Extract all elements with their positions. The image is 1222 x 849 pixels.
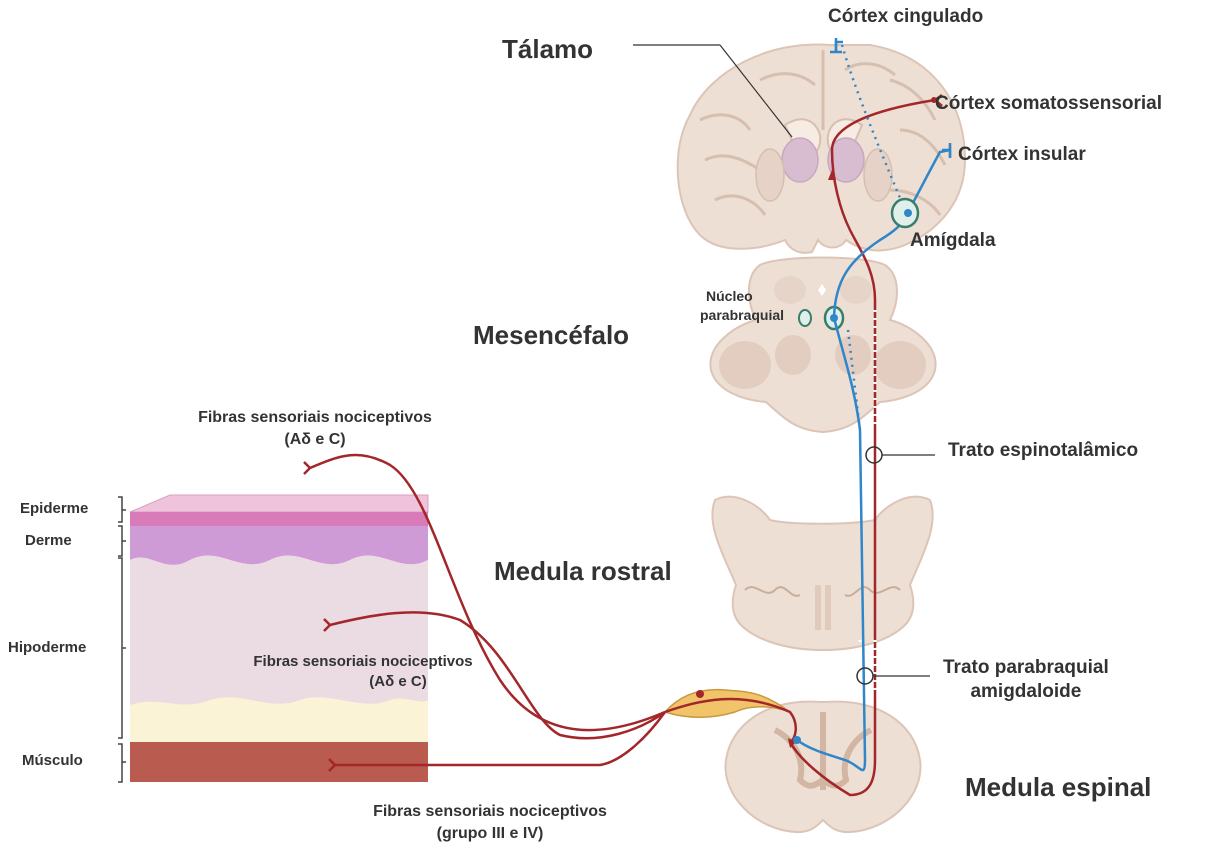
label-hipoderme: Hipoderme: [8, 639, 86, 656]
label-derme: Derme: [25, 532, 72, 549]
layer-brackets: [118, 497, 126, 782]
brain-coronal-section: [678, 44, 965, 252]
parabraquial-line1: Trato parabraquial: [943, 656, 1109, 680]
midbrain-section: [710, 258, 935, 433]
label-cortex-insular: Córtex insular: [958, 144, 1086, 166]
label-trato-parabraquial: Trato parabraquial amigdaloide: [943, 656, 1109, 704]
label-cortex-cingulado: Córtex cingulado: [828, 6, 983, 28]
amygdala-neuron: [904, 209, 912, 217]
label-fibras-bottom: Fibras sensoriais nociceptivos (grupo II…: [330, 801, 650, 845]
fibras-top-line2: (Aδ e C): [155, 429, 475, 451]
rostral-medulla-section: [712, 497, 932, 650]
nucleo-line2: parabraquial: [700, 306, 784, 325]
spinal-blue-neuron: [793, 736, 801, 744]
label-amigdala: Amígdala: [910, 230, 996, 252]
fibras-top-line1: Fibras sensoriais nociceptivos: [155, 407, 475, 429]
label-fibras-mid: Fibras sensoriais nociceptivos (Aδ e C): [218, 652, 508, 692]
label-musculo: Músculo: [22, 752, 83, 769]
fibras-mid-line1: Fibras sensoriais nociceptivos: [218, 652, 508, 672]
nucleo-line1: Núcleo: [700, 287, 784, 306]
label-medula-rostral: Medula rostral: [494, 556, 672, 587]
label-cortex-somatossensorial: Córtex somatossensorial: [935, 93, 1162, 115]
label-epiderme: Epiderme: [20, 500, 88, 517]
label-mesencefalo: Mesencéfalo: [473, 320, 629, 351]
parabrachial-neuron: [830, 314, 838, 322]
label-fibras-top: Fibras sensoriais nociceptivos (Aδ e C): [155, 407, 475, 451]
label-nucleo-parabraquial: Núcleo parabraquial: [700, 287, 784, 325]
fibras-mid-line2: (Aδ e C): [218, 672, 508, 692]
fibras-bottom-line1: Fibras sensoriais nociceptivos: [330, 801, 650, 823]
fibras-bottom-line2: (grupo III e IV): [330, 823, 650, 845]
skin-tissue-block: [130, 495, 428, 782]
label-medula-espinal: Medula espinal: [965, 772, 1151, 803]
label-trato-espinotalamico: Trato espinotalâmico: [948, 440, 1138, 462]
parabraquial-line2: amigdaloide: [943, 680, 1109, 704]
label-talamo: Tálamo: [502, 34, 593, 65]
spinal-cord-section: [726, 702, 921, 832]
